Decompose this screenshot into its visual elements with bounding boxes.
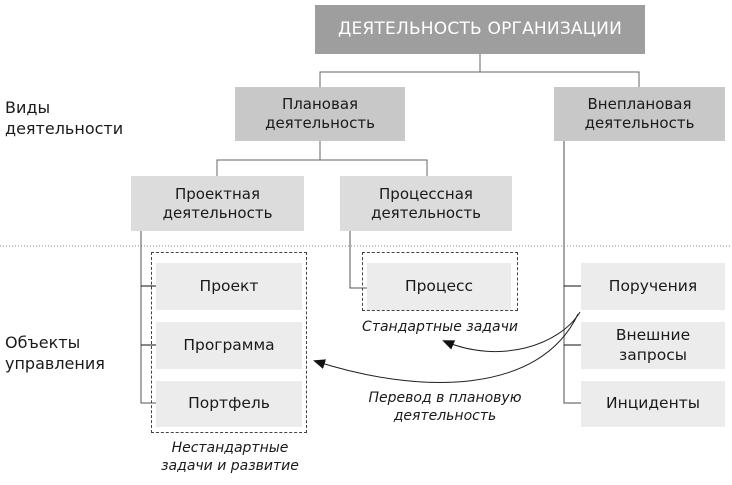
object-assignments-label: Поручения <box>608 276 698 295</box>
project-activity-node: Проектная деятельность <box>131 176 304 231</box>
standard-caption: Стандартные задачи <box>362 319 518 335</box>
standard-group <box>362 252 518 311</box>
root-node: ДЕЯТЕЛЬНОСТЬ ОРГАНИЗАЦИИ <box>315 5 645 54</box>
transfer-caption: Перевод в плановую деятельность <box>368 390 522 425</box>
unplanned-bracket <box>563 141 581 404</box>
object-project-label: Проект <box>199 276 259 295</box>
project-activity-label: Проектная деятельность <box>162 184 273 222</box>
planned-node: Плановая деятельность <box>235 87 405 141</box>
project-bracket <box>140 231 160 404</box>
row-label-activity-types: Виды деятельности <box>5 98 124 138</box>
process-activity-label: Процессная деятельность <box>371 184 481 222</box>
object-portfolio-label: Портфель <box>188 394 270 413</box>
object-project: Проект <box>156 263 302 310</box>
planned-label: Плановая деятельность <box>265 95 375 132</box>
unplanned-node: Внеплановая деятельность <box>554 87 725 141</box>
arrow-to-standard <box>442 311 581 353</box>
object-incidents-label: Инциденты <box>605 394 700 413</box>
object-program-label: Программа <box>183 335 275 354</box>
root-label: ДЕЯТЕЛЬНОСТЬ ОРГАНИЗАЦИИ <box>338 18 622 39</box>
object-portfolio: Портфель <box>156 381 302 427</box>
unplanned-label: Внеплановая деятельность <box>584 95 695 132</box>
arrow-to-planned <box>313 313 579 383</box>
process-activity-node: Процессная деятельность <box>340 176 512 231</box>
object-external-requests: Внешние запросы <box>581 322 725 369</box>
nonstandard-caption: Нестандартные задачи и развитие <box>161 440 299 475</box>
root-branch <box>319 71 640 87</box>
object-external-requests-label: Внешние запросы <box>615 326 691 364</box>
object-process: Процесс <box>367 263 511 310</box>
row-label-management-objects: Объекты управления <box>5 333 105 373</box>
object-process-label: Процесс <box>404 276 474 295</box>
planned-branch <box>216 159 428 176</box>
object-assignments: Поручения <box>581 263 725 310</box>
object-program: Программа <box>156 322 302 369</box>
object-incidents: Инциденты <box>581 381 725 427</box>
nonstandard-group <box>151 252 307 433</box>
